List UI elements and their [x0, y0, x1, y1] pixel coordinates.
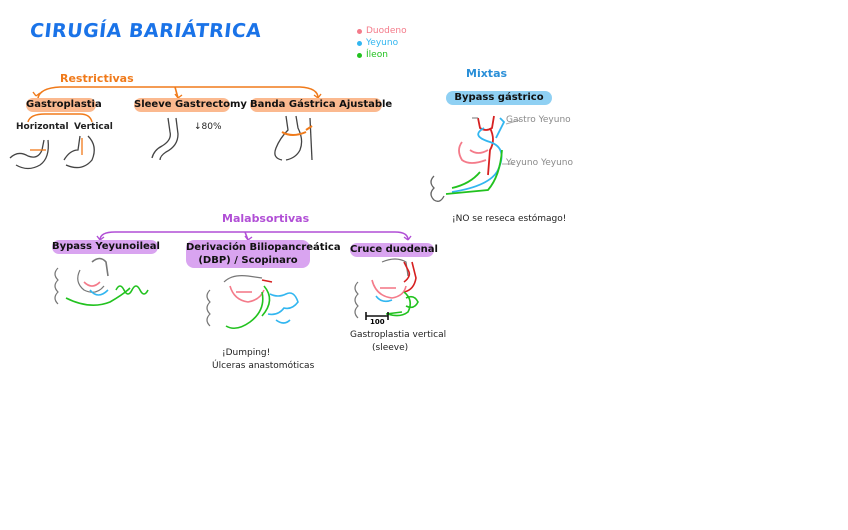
- bypass-gastrico-sketch: [430, 115, 521, 202]
- malabsortivas-arrowheads: [96, 235, 412, 241]
- gastroplastia-bracket: [27, 113, 93, 123]
- cruce-duodenal-pill: Cruce duodenal: [350, 243, 438, 257]
- bypass-gastrico-pill: Bypass gástrico: [446, 91, 552, 105]
- gastroplastia-pill: Gastroplastia: [26, 98, 102, 112]
- legend-item-yeyuno: Yeyuno: [357, 37, 407, 49]
- legend-label: Duodeno: [366, 26, 407, 36]
- legend-swatch: [357, 40, 362, 46]
- mixtas-heading: Mixtas: [466, 67, 508, 80]
- legend-label: Yeyuno: [366, 38, 399, 48]
- stomach-vertical-sketch: [63, 135, 95, 169]
- stomach-sleeve-sketch: [151, 117, 179, 161]
- derivacion-sketch: [206, 275, 299, 330]
- stomach-band-sketch: [274, 115, 313, 161]
- dumping-note: ¡Dumping!: [222, 348, 271, 358]
- restrictivas-heading: Restrictivas: [60, 72, 134, 85]
- legend-label: Íleon: [366, 50, 388, 60]
- legend-swatch: [357, 52, 362, 58]
- ulceras-note: Úlceras anastomóticas: [212, 361, 315, 371]
- gastro-yeyuno-label: Gastro Yeyuno: [506, 115, 571, 125]
- restrictivas-arrowheads: [32, 91, 322, 99]
- color-legend: Duodeno Yeyuno Íleon: [357, 25, 407, 61]
- no-reseca-note: ¡NO se reseca estómago!: [452, 214, 567, 224]
- sleeve-paren-note: (sleeve): [372, 343, 409, 353]
- legend-swatch: [357, 28, 362, 34]
- yeyuno-yeyuno-label: Yeyuno Yeyuno: [506, 158, 574, 168]
- cruce-duodenal-sketch: [354, 258, 419, 320]
- derivacion-line2: (DBP) / Scopinaro: [198, 255, 298, 266]
- malabsortivas-heading: Malabsortivas: [222, 212, 310, 225]
- restrictivas-branch-sleeve: [174, 86, 179, 99]
- restrictivas-bracket: [37, 86, 319, 99]
- horizontal-label: Horizontal: [16, 122, 69, 132]
- stomach-horizontal-sketch: [9, 139, 49, 170]
- banda-pill: Banda Gástrica Ajustable: [250, 98, 393, 112]
- gastroplastia-vertical-note: Gastroplastia vertical: [350, 330, 447, 340]
- malabsortivas-bracket: [99, 231, 409, 241]
- bypass-yeyunoileal-pill: Bypass Yeyunoileal: [52, 240, 160, 254]
- legend-item-ileon: Íleon: [357, 49, 407, 61]
- sleeve-pill: Sleeve Gastrectomy: [134, 98, 247, 112]
- sleeve-note: ↓80%: [194, 122, 222, 132]
- legend-item-duodeno: Duodeno: [357, 25, 407, 37]
- cm-100-label: 100: [370, 318, 385, 326]
- derivacion-pill: Derivación Biliopancreática (DBP) / Scop…: [186, 240, 341, 268]
- bypass-yeyunoileal-sketch: [54, 257, 149, 306]
- derivacion-line1: Derivación Biliopancreática: [186, 242, 341, 253]
- vertical-label: Vertical: [74, 122, 113, 132]
